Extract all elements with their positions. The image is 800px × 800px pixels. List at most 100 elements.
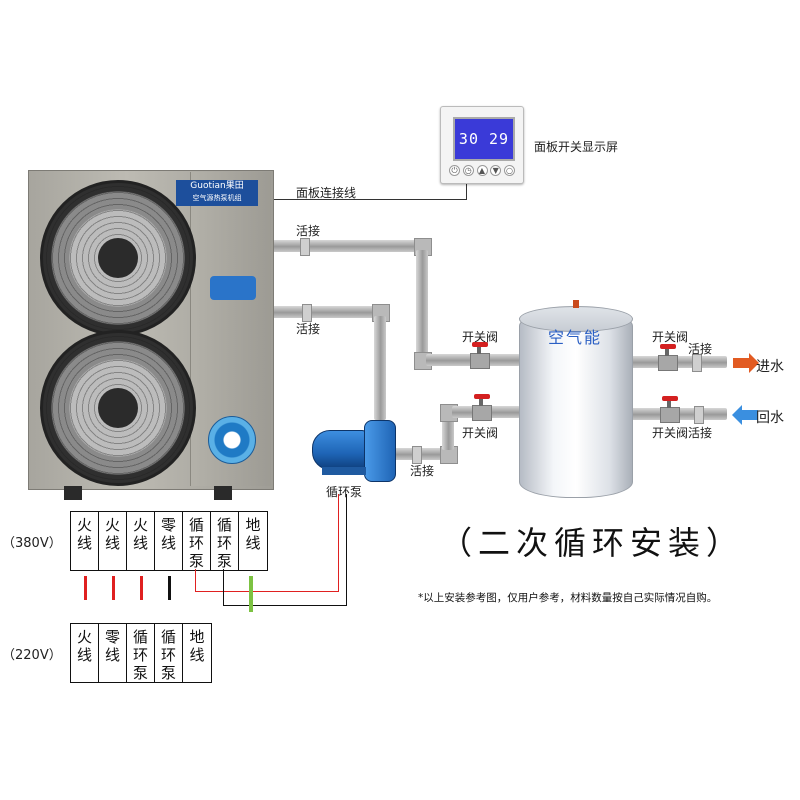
union-mid-label: 活接: [296, 322, 321, 336]
valve-out-right-label: 开关阀活接: [652, 426, 713, 440]
union-top-label: 活接: [296, 224, 321, 238]
panel-buttons: ⏻ ◷ ▲ ▼ ○: [449, 165, 515, 176]
tank-label: 空气能: [547, 328, 602, 347]
union-pump-label: 活接: [410, 464, 435, 478]
terminal-char: 泵: [188, 552, 204, 570]
energy-sticker-icon: [210, 276, 256, 300]
water-tank: [519, 310, 633, 498]
valve-lower-right[interactable]: [660, 396, 680, 423]
wire-pump-b-across: [223, 605, 347, 606]
panel-connection-line-vertical: [466, 180, 467, 200]
down-button-icon[interactable]: ▼: [490, 165, 502, 176]
terminal-char: 环: [160, 646, 176, 664]
water-return-label: 回水: [756, 410, 784, 426]
terminal-char: 环: [188, 534, 204, 552]
insurance-badge-icon: [208, 416, 256, 464]
disclaimer-note: *以上安装参考图，仅用户参考，材料数量按自己实际情况自购。: [418, 592, 718, 604]
terminal-char: 循: [188, 516, 204, 534]
terminal-char: 地: [245, 516, 261, 534]
terminal-block-220: 火线 零线 循环泵 循环泵 地线: [70, 623, 212, 683]
unit-leg-right: [214, 486, 232, 500]
terminal-char: 线: [76, 534, 92, 552]
wire-earth: [249, 576, 253, 612]
circulation-pump-base: [322, 467, 366, 475]
pump-label: 循环泵: [326, 485, 363, 499]
diagram-title: （二次循环安装）: [440, 524, 745, 562]
water-tank-top: [519, 306, 633, 332]
valve-out-left-label: 开关阀: [462, 426, 499, 440]
terminal-char: 线: [76, 646, 92, 664]
wire-neutral: [168, 576, 171, 600]
terminal-cell: 零线: [99, 624, 127, 682]
terminal-cell: 地线: [239, 512, 267, 570]
terminal-char: 泵: [160, 664, 176, 682]
circulation-pump-head: [364, 420, 396, 482]
pipe-right-upper: [631, 356, 727, 368]
wire-pump-a-across: [195, 591, 338, 592]
display-screen: 30 29: [453, 117, 515, 161]
unit-subtitle: 空气源热泵机组: [192, 194, 242, 202]
wire-pump-b-down: [223, 569, 224, 605]
wire-live-3: [140, 576, 143, 600]
terminal-char: 线: [189, 646, 205, 664]
unit-leg-left: [64, 486, 82, 500]
wire-live-2: [112, 576, 115, 600]
terminal-char: 线: [104, 646, 120, 664]
terminal-char: 线: [160, 534, 176, 552]
terminal-char: 零: [160, 516, 176, 534]
voltage-220-label: （220V）: [2, 648, 62, 663]
display-panel-label: 面板开关显示屏: [534, 140, 619, 154]
terminal-char: 线: [245, 534, 261, 552]
clock-button-icon[interactable]: ◷: [462, 165, 474, 176]
union-in-right-label: 活接: [688, 342, 713, 356]
valve-upper-left[interactable]: [470, 342, 490, 369]
pipe-upper-horizontal: [268, 240, 420, 252]
wire-pump-b-up: [346, 494, 347, 606]
display-panel[interactable]: 30 29 ⏻ ◷ ▲ ▼ ○: [440, 106, 524, 184]
terminal-cell: 循环泵: [155, 624, 183, 682]
terminal-cell: 火线: [99, 512, 127, 570]
terminal-cell: 火线: [71, 512, 99, 570]
terminal-block-380: 火线 火线 火线 零线 循环泵 循环泵 地线: [70, 511, 268, 571]
terminal-cell: 零线: [155, 512, 183, 570]
panel-connection-line: [270, 199, 466, 200]
mode-button-icon[interactable]: ○: [504, 165, 515, 176]
fan-top-icon: [40, 180, 196, 336]
pipe-union-pump: [412, 446, 422, 464]
terminal-char: 循: [216, 516, 232, 534]
unit-brand: Guotian果田: [190, 181, 244, 191]
valve-in-left-label: 开关阀: [462, 330, 499, 344]
terminal-char: 环: [216, 534, 232, 552]
valve-in-right-label: 开关阀: [652, 330, 689, 344]
tank-top-fitting: [573, 300, 579, 308]
terminal-char: 线: [104, 534, 120, 552]
terminal-char: 循: [132, 628, 148, 646]
terminal-cell: 火线: [71, 624, 99, 682]
terminal-cell: 循环泵: [183, 512, 211, 570]
valve-lower-left[interactable]: [472, 394, 492, 421]
terminal-cell: 循环泵: [127, 624, 155, 682]
wire-pump-a-up: [338, 494, 339, 592]
valve-upper-right[interactable]: [658, 344, 678, 371]
water-return-arrow-icon: [732, 405, 758, 425]
circulation-pump-icon: [312, 430, 368, 470]
terminal-cell: 火线: [127, 512, 155, 570]
pipe-union-right-lower: [694, 406, 704, 424]
pipe-middle-vertical: [374, 316, 386, 420]
up-button-icon[interactable]: ▲: [476, 165, 488, 176]
water-in-arrow-icon: [733, 353, 759, 373]
terminal-char: 零: [104, 628, 120, 646]
pipe-union-middle: [302, 304, 312, 322]
pipe-union-upper: [300, 238, 310, 256]
unit-logo: Guotian果田 空气源热泵机组: [176, 180, 258, 206]
terminal-char: 泵: [132, 664, 148, 682]
terminal-char: 火: [76, 628, 92, 646]
wire-live-1: [84, 576, 87, 600]
panel-line-label: 面板连接线: [296, 186, 357, 200]
terminal-char: 火: [132, 516, 148, 534]
terminal-char: 地: [189, 628, 205, 646]
pipe-upper-vertical: [416, 250, 428, 362]
terminal-char: 火: [76, 516, 92, 534]
terminal-char: 火: [104, 516, 120, 534]
power-button-icon[interactable]: ⏻: [449, 165, 460, 176]
